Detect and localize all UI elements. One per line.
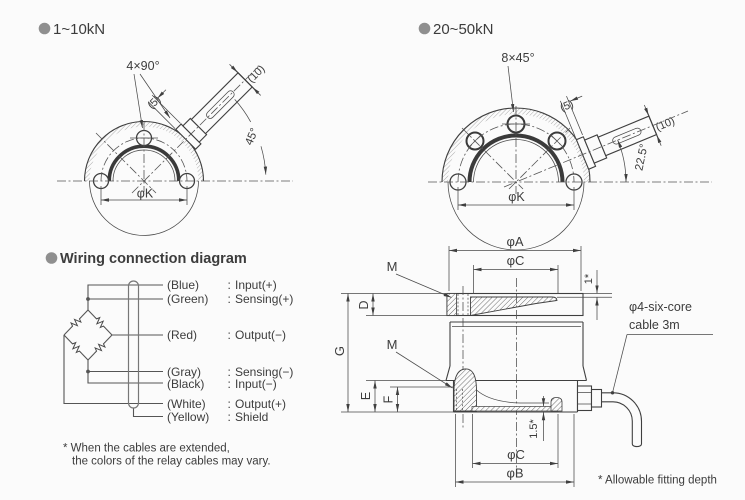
hole-pattern-note: 4×90° xyxy=(126,59,159,73)
section-diaphragm xyxy=(471,406,559,412)
wire-signal: Sensing(−) xyxy=(235,365,293,379)
cable-label-line1: φ4-six-core xyxy=(629,300,692,314)
wire-labels: (Blue) : Input(+) (Green) : Sensing(+) (… xyxy=(167,278,293,424)
section-title-small-range: 1~10kN xyxy=(53,21,105,38)
section-boss xyxy=(453,368,477,412)
dim-fit-top: 1* xyxy=(583,273,595,284)
wiring-note-line2: the colors of the relay cables may vary. xyxy=(72,456,271,468)
dim-g: G xyxy=(332,346,347,356)
dim-dia-c: φC xyxy=(507,253,525,268)
wire-signal: Shield xyxy=(235,410,268,424)
section-bullet-icon xyxy=(38,22,51,35)
section-lug xyxy=(550,397,563,412)
section-title-large-range: 20~50kN xyxy=(433,21,493,38)
dim-bolt-circle: φK xyxy=(508,190,525,204)
section-bullet-icon xyxy=(45,252,58,264)
cable-connector: (5) (10) xyxy=(558,95,677,170)
cable-sheath xyxy=(127,280,140,409)
dim-dia-c: φC xyxy=(507,447,525,462)
bolt-circle-centerline xyxy=(457,123,575,183)
load-cell-body xyxy=(445,321,588,413)
section-wedge xyxy=(470,296,558,317)
cable-label-line2: cable 3m xyxy=(629,318,680,332)
dim-dia-b: φB xyxy=(506,466,523,481)
wire-color: (Green) xyxy=(167,292,208,306)
wire-signal: Input(−) xyxy=(235,377,277,391)
outline-drawing: 1* φA φC M M xyxy=(332,234,717,487)
wire-color: (Red) xyxy=(167,328,197,342)
dim-d: D xyxy=(357,300,371,309)
wiring-diagram: Wiring connection diagram xyxy=(45,251,293,468)
dim-thread: M xyxy=(387,337,398,352)
wire-color: (Yellow) xyxy=(167,410,209,424)
wire-color: (Gray) xyxy=(167,365,201,379)
dim-connector-angle: 22.5° xyxy=(633,143,650,172)
capacity-large-drawing: 20~50kN (5) (1 xyxy=(418,21,712,251)
left-dimensions: G D E F xyxy=(332,293,454,413)
section-bullet-icon xyxy=(418,22,431,35)
wiring-note-line1: * When the cables are extended, xyxy=(63,443,230,455)
cable-gland xyxy=(576,385,603,412)
dim-connector-angle: 45° xyxy=(243,126,261,147)
connector-axis-centerline xyxy=(503,110,689,188)
dim-e: E xyxy=(359,392,373,400)
colon: : xyxy=(228,365,231,379)
dim-connector-protrusion: (5) xyxy=(145,94,163,112)
wire-signal: Sensing(+) xyxy=(235,292,293,306)
wiring-title: Wiring connection diagram xyxy=(60,251,247,267)
capacity-small-drawing: 1~10kN (5) xyxy=(38,21,293,236)
dim-thread: M xyxy=(387,259,398,274)
wire-color: (Blue) xyxy=(167,278,199,292)
bend-cable xyxy=(601,392,643,448)
outline-footnote: * Allowable fitting depth xyxy=(598,475,717,487)
connector-axis-centerline xyxy=(131,66,259,194)
bridge-wires xyxy=(63,284,163,418)
dim-dia-a: φA xyxy=(506,234,523,249)
dim-bolt-circle: φK xyxy=(137,187,154,201)
colon: : xyxy=(228,377,231,391)
wheatstone-bridge xyxy=(63,309,113,361)
wire-color: (White) xyxy=(167,397,206,411)
colon: : xyxy=(228,328,231,342)
dim-connector-tip: (10) xyxy=(654,115,677,134)
wire-signal: Output(+) xyxy=(235,397,286,411)
top-mounting-plate xyxy=(446,292,584,317)
colon: : xyxy=(228,292,231,306)
dim-connector-tip: (10) xyxy=(245,63,267,85)
wire-signal: Input(+) xyxy=(235,278,277,292)
colon: : xyxy=(228,278,231,292)
wire-color: (Black) xyxy=(167,377,204,391)
hole-pattern-note: 8×45° xyxy=(501,51,534,65)
dim-fit-bottom: 1.5* xyxy=(528,418,540,438)
wire-signal: Output(−) xyxy=(235,328,286,342)
colon: : xyxy=(228,410,231,424)
dim-f: F xyxy=(382,395,396,403)
colon: : xyxy=(228,397,231,411)
dim-connector-protrusion: (5) xyxy=(558,98,575,114)
